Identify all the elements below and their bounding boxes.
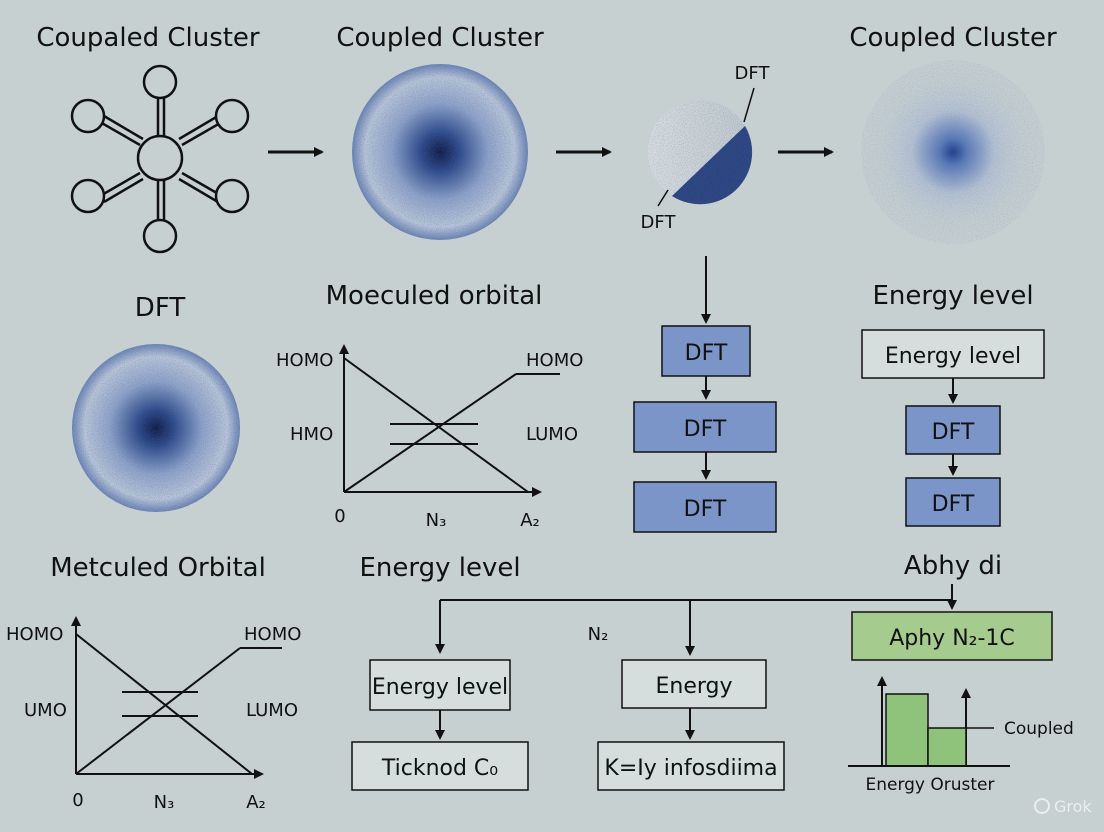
title-coupled-cluster-4: Coupled Cluster [849, 23, 1057, 53]
plot2-tick-end: A₂ [246, 792, 266, 813]
plot1-tick-0: 0 [334, 506, 345, 527]
bar-1 [885, 693, 929, 767]
energy-box-label: Energy [655, 674, 732, 699]
energy-level-header-box [861, 329, 1045, 379]
title-dft: DFT [135, 293, 186, 323]
electron-density-sphere-1 [352, 64, 528, 240]
plot1-tick-end: A₂ [520, 510, 540, 531]
infosdiima-label: K=Iy infosdiima [604, 756, 777, 781]
label-dft-bottom: DFT [641, 212, 677, 233]
dft-box-3 [633, 481, 777, 533]
bar-xlabel: Energy Oruster [865, 775, 994, 795]
ticknod-box [351, 741, 529, 791]
dft-box-2 [633, 401, 777, 453]
bottom-energy-level-label: Energy level [372, 675, 508, 700]
title-coupled-cluster-2: Coupled Cluster [336, 23, 544, 53]
orbital-plot-1 [339, 344, 560, 497]
title-energy-level-mid: Energy level [872, 281, 1033, 311]
title-abhy-di: Abhy di [904, 551, 1002, 581]
molecule-graph [70, 64, 250, 254]
electron-density-sphere-2 [72, 344, 240, 512]
plot2-homo-left: HOMO [6, 624, 63, 645]
grok-watermark: Grok [1034, 797, 1092, 816]
plot1-lumo-right: LUMO [526, 424, 578, 445]
infosdiima-box [597, 741, 785, 791]
dft-box-2-label: DFT [684, 417, 727, 442]
ticknod-label: Ticknod C₀ [381, 756, 498, 781]
plot1-homo-right: HOMO [526, 350, 583, 371]
aphy-green-label: Aphy N₂-1C [889, 626, 1015, 651]
mini-bar-chart [848, 676, 1010, 767]
aphy-green-box [851, 611, 1053, 661]
dft-box-1-label: DFT [685, 341, 728, 366]
plot1-tick-mid: N₃ [426, 510, 447, 531]
dft-box-3-label: DFT [684, 497, 727, 522]
watermark-text: Grok [1054, 797, 1092, 816]
plot1-hmo-left: HMO [290, 424, 333, 445]
dft-box-1 [661, 325, 751, 377]
grok-logo-icon [1034, 798, 1050, 814]
orbital-plot-2 [71, 616, 282, 779]
bottom-flow-connectors [435, 584, 957, 740]
plot2-tick-mid: N₃ [154, 792, 175, 813]
energy-dft-box-1 [905, 405, 1001, 455]
energy-dft-box-1-label: DFT [932, 420, 975, 445]
plot2-tick-0: 0 [72, 790, 83, 811]
energy-level-header-label: Energy level [885, 344, 1021, 369]
branch-label-n2: N₂ [588, 624, 609, 645]
energy-dft-box-2-label: DFT [932, 492, 975, 517]
title-moeculed-orbital: Moeculed orbital [326, 281, 543, 311]
bar-legend-coupled: Coupled [1004, 719, 1074, 739]
bottom-energy-level-box [369, 659, 511, 711]
plot2-homo-right: HOMO [244, 624, 301, 645]
energy-dft-box-2 [905, 477, 1001, 527]
title-coupaled-cluster: Coupaled Cluster [36, 23, 260, 53]
label-dft-top: DFT [735, 63, 771, 84]
faint-density-sphere [861, 60, 1045, 244]
title-energy-level-bottom: Energy level [359, 553, 520, 583]
plot2-umo-left: UMO [24, 700, 67, 721]
title-metculed-orbital: Metculed Orbital [50, 553, 266, 583]
energy-box [621, 659, 767, 709]
half-shaded-sphere [648, 87, 755, 207]
plot2-lumo-right: LUMO [246, 700, 298, 721]
plot1-homo-left: HOMO [276, 350, 333, 371]
bar-2 [927, 727, 967, 767]
